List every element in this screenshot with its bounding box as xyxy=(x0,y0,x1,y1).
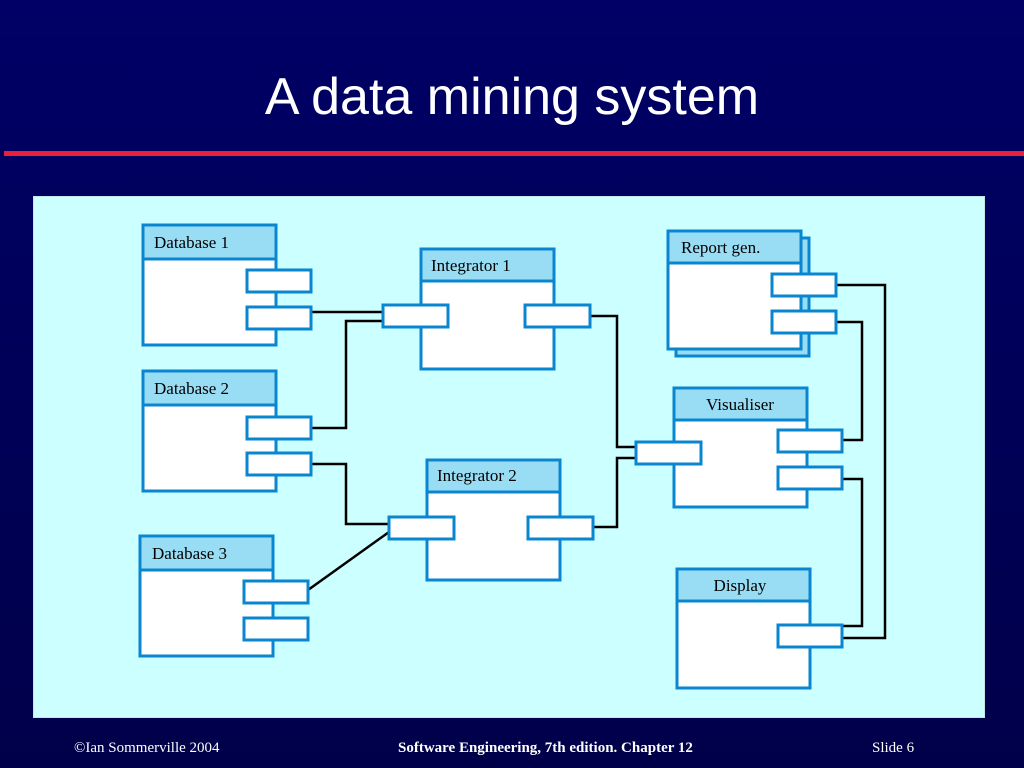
component-database-3: Database 3 xyxy=(138,534,310,658)
connector-vis-report-a xyxy=(836,320,864,442)
integrator-2-port-out xyxy=(526,515,595,541)
title-divider xyxy=(4,151,1024,156)
component-integrator-2: Integrator 2 xyxy=(387,458,595,582)
visualiser-port-out-2 xyxy=(776,465,844,491)
database-1-port-2 xyxy=(245,305,313,331)
visualiser-label: Visualiser xyxy=(706,395,774,414)
database-3-port-2 xyxy=(242,616,310,642)
footer-copyright: ©Ian Sommerville 2004 xyxy=(74,740,220,756)
component-display: Display xyxy=(675,567,844,690)
connector-int2-vis xyxy=(593,456,636,529)
connector-db2-int2 xyxy=(311,462,389,526)
component-integrator-1: Integrator 1 xyxy=(381,247,592,371)
visualiser-port-out-1 xyxy=(776,428,844,454)
visualiser-port-in xyxy=(634,440,703,466)
database-3-label: Database 3 xyxy=(152,544,227,563)
connectors xyxy=(307,283,887,640)
report-gen-port-1 xyxy=(770,272,838,298)
report-gen-label: Report gen. xyxy=(681,238,760,257)
database-2-port-1 xyxy=(245,415,313,441)
database-1-label: Database 1 xyxy=(154,233,229,252)
display-port xyxy=(776,623,844,649)
connector-vis-display xyxy=(842,477,864,628)
component-database-2: Database 2 xyxy=(141,369,313,493)
page-title: A data mining system xyxy=(264,68,760,126)
footer-book-title: Software Engineering, 7th edition. Chapt… xyxy=(398,740,693,756)
report-gen-port-2 xyxy=(770,309,838,335)
integrator-1-port-in xyxy=(381,303,450,329)
component-report-gen: Report gen. xyxy=(666,229,838,358)
component-database-1: Database 1 xyxy=(141,223,313,347)
connector-vis-report-b xyxy=(836,283,887,640)
database-3-port-1 xyxy=(242,579,310,605)
integrator-2-label: Integrator 2 xyxy=(437,466,517,485)
footer-slide-number: Slide 6 xyxy=(872,740,915,756)
integrator-1-port-out xyxy=(523,303,592,329)
integrator-2-port-in xyxy=(387,515,456,541)
component-visualiser: Visualiser xyxy=(634,386,844,509)
connector-db3-int2 xyxy=(307,530,390,592)
display-label: Display xyxy=(714,576,767,595)
database-1-port-1 xyxy=(245,268,313,294)
connector-db2-int1 xyxy=(311,319,383,430)
integrator-1-label: Integrator 1 xyxy=(431,256,511,275)
database-2-label: Database 2 xyxy=(154,379,229,398)
database-2-port-2 xyxy=(245,451,313,477)
connector-int1-vis xyxy=(590,314,636,449)
